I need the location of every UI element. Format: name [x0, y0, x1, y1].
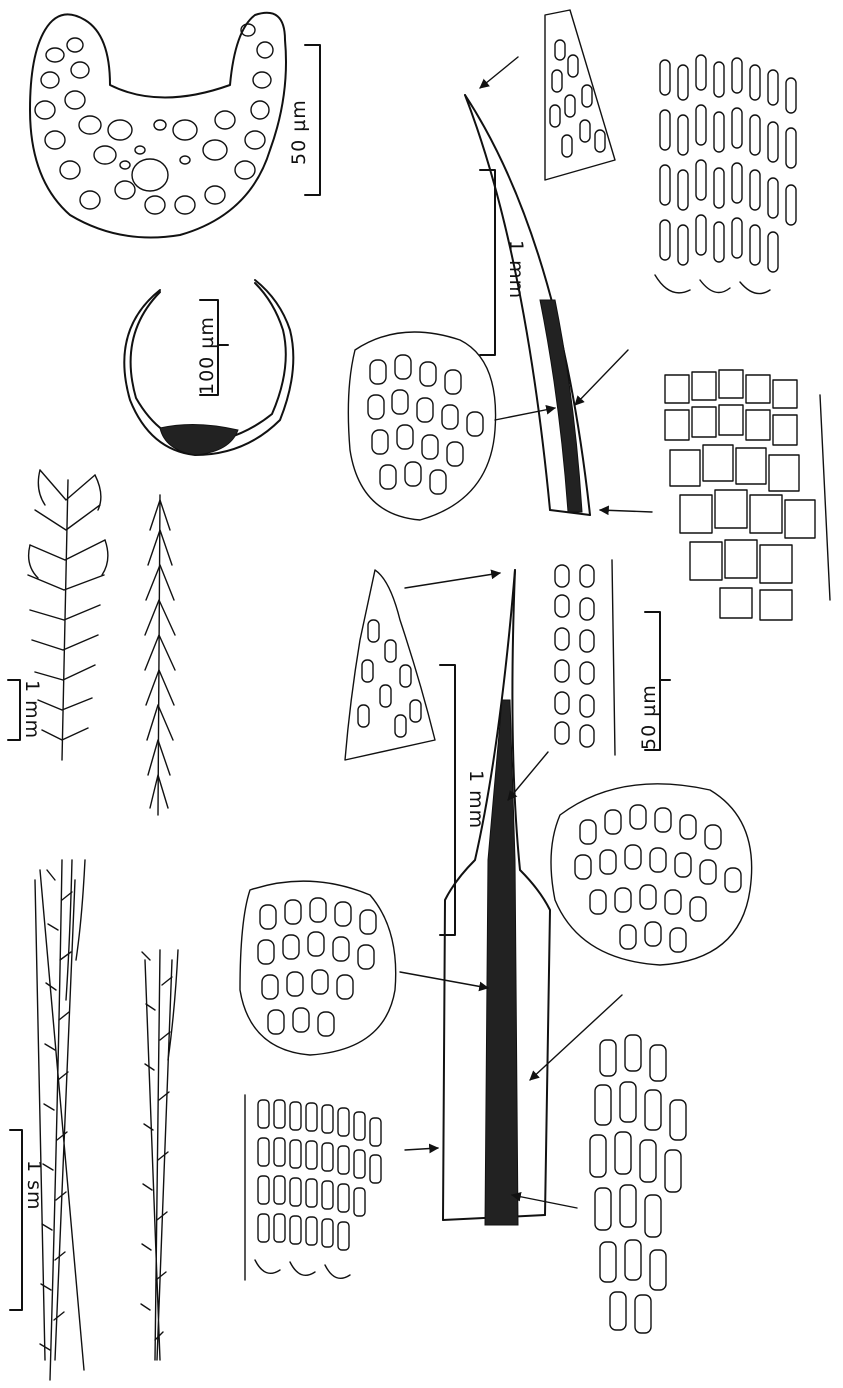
areolation-apex-upper — [545, 10, 615, 180]
scale-label-shoot: 1 mm — [21, 680, 43, 739]
scale-label-habit: 1 sm — [23, 1160, 45, 1211]
areolation-apex-lower — [345, 570, 435, 760]
scale-label-lower-leaf: 1 mm — [465, 770, 487, 829]
scale-label-costa: 50 µm — [288, 99, 310, 165]
scale-label-upper-leaf: 1 mm — [505, 240, 527, 299]
areolation-mid-upper — [655, 55, 796, 294]
scale-bar-upper-leaf: 1 mm — [480, 170, 527, 355]
habit-plant-right — [141, 950, 178, 1360]
upper-leaf — [465, 95, 590, 515]
scale-label-areolation-lower: 50 µm — [638, 684, 660, 750]
areolation-lamina-upper — [348, 332, 495, 520]
areolation-subapex-lower — [555, 560, 615, 755]
scale-bar-habit: 1 sm — [10, 1130, 45, 1310]
habit-plant-left — [35, 860, 85, 1380]
scale-bar-shoot: 1 mm — [8, 680, 43, 740]
costa-cross-section — [30, 13, 286, 238]
scale-bar-costa: 50 µm — [288, 45, 320, 195]
scale-bar-leaf-section: 100 µm — [196, 300, 228, 395]
lower-leaf — [443, 570, 550, 1225]
areolation-base-right-lower — [590, 1035, 686, 1333]
areolation-base-left-lower — [245, 1095, 381, 1280]
areolation-midleaf-lower — [551, 784, 752, 965]
scale-bar-areolation-lower: 50 µm — [638, 612, 670, 750]
areolation-left-lower — [240, 881, 396, 1055]
scale-label-leaf-section: 100 µm — [196, 316, 218, 395]
shoot-detail-appressed — [145, 495, 175, 815]
costa-cells — [35, 24, 273, 214]
areolation-base-upper — [665, 370, 830, 620]
